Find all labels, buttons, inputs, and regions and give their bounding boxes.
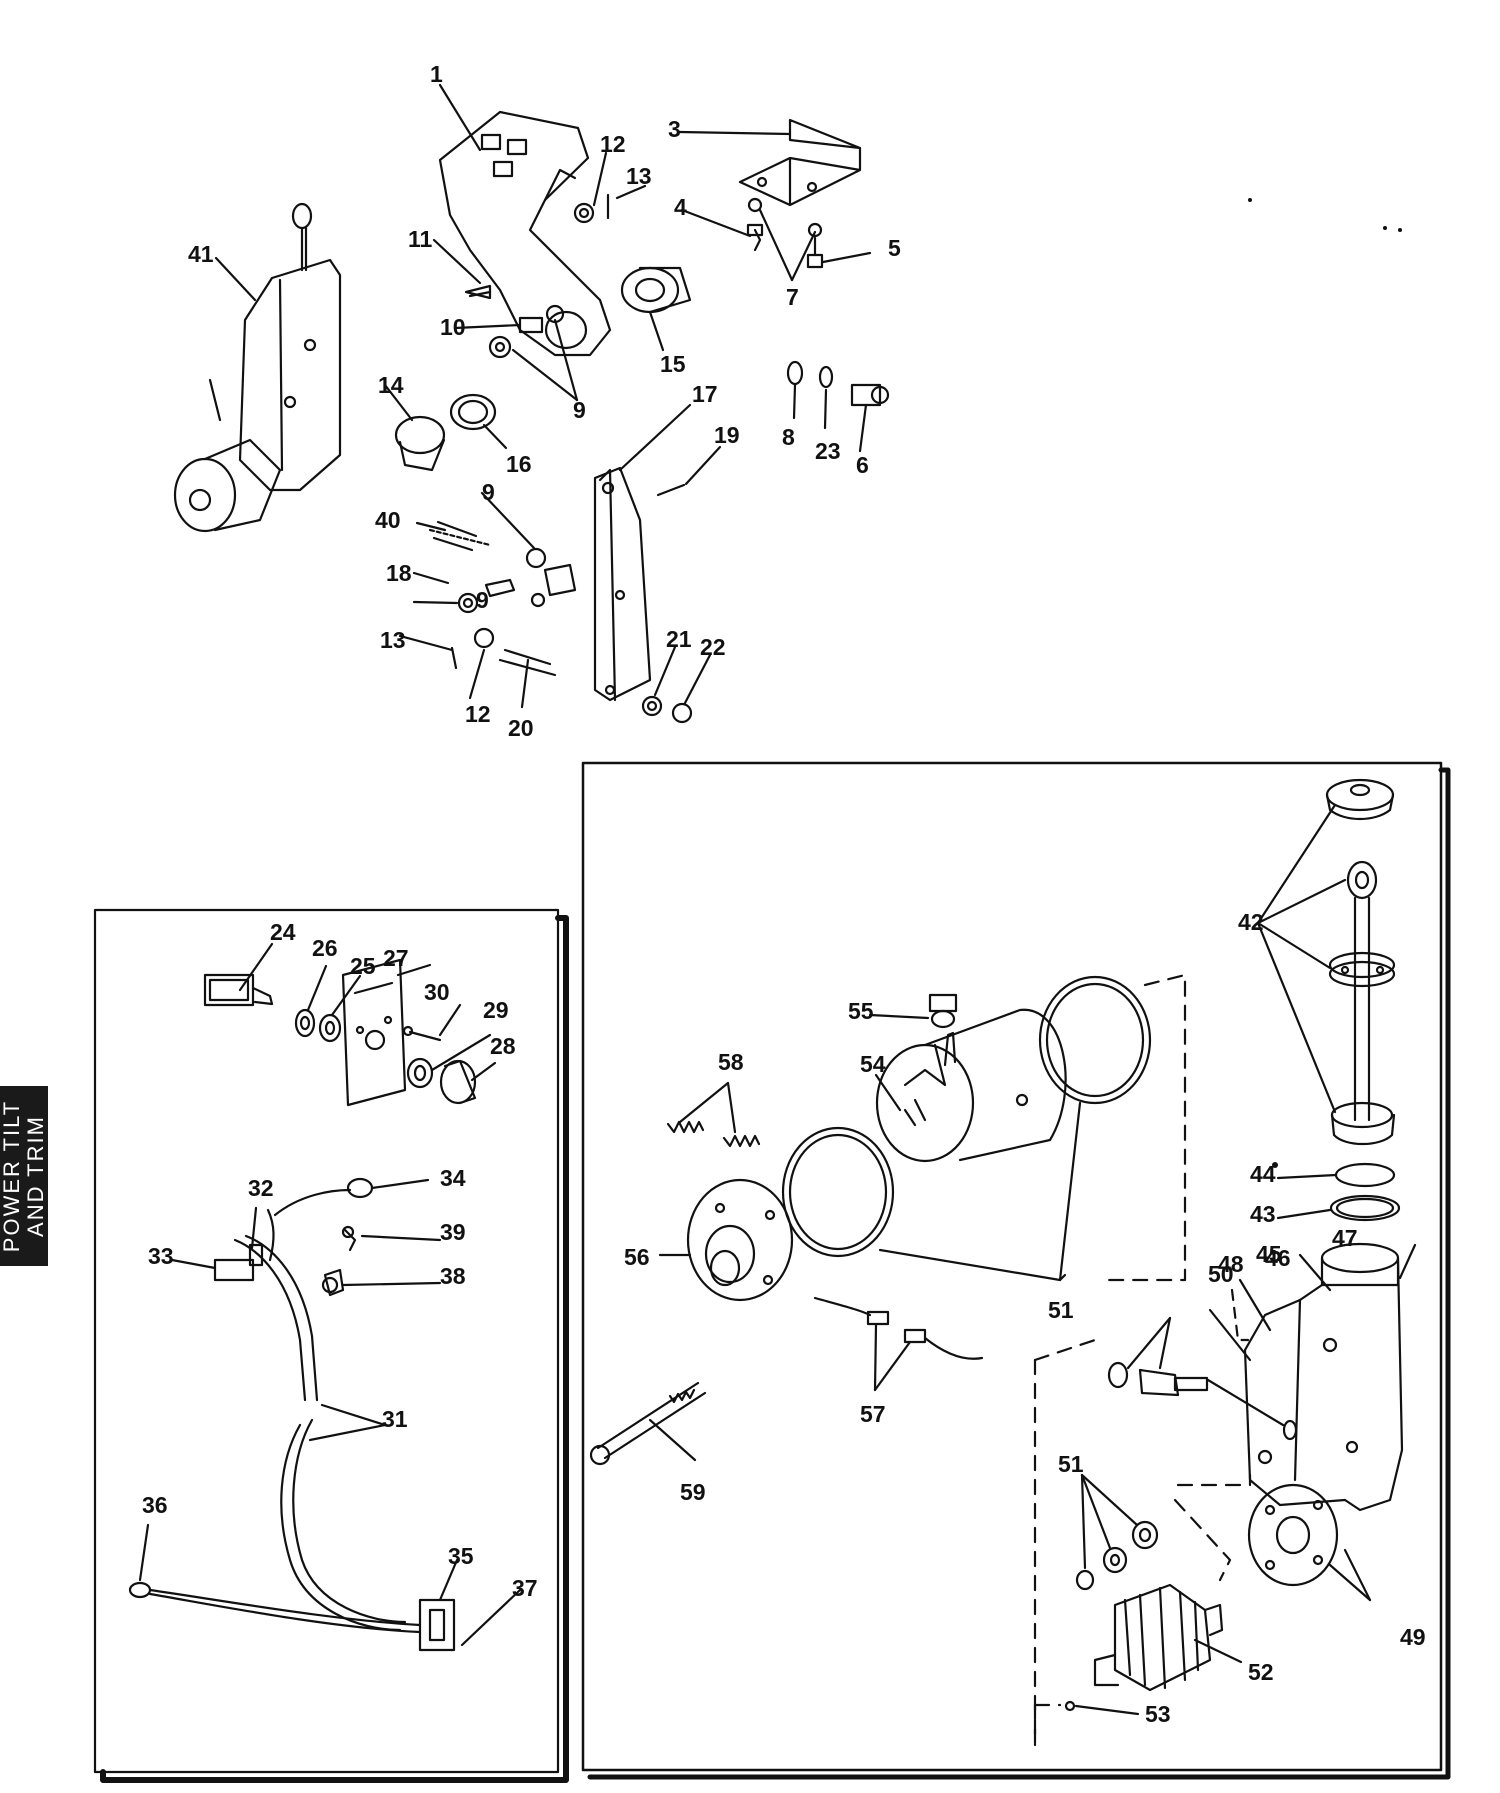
callout-17: 17: [692, 381, 718, 407]
callout-43: 43: [1250, 1201, 1276, 1227]
callout-35: 35: [448, 1543, 474, 1569]
speckle: [1248, 198, 1402, 1168]
callout-9: 9: [573, 397, 586, 423]
callout-50: 50: [1208, 1261, 1234, 1287]
callout-21: 21: [666, 626, 692, 652]
callout-55: 55: [848, 998, 874, 1024]
callout-42: 42: [1238, 909, 1264, 935]
callout-6: 6: [856, 452, 869, 478]
callout-33: 33: [148, 1243, 174, 1269]
callout-15: 15: [660, 351, 686, 377]
callout-20: 20: [508, 715, 534, 741]
callout-59: 59: [680, 1479, 706, 1505]
callout-28: 28: [490, 1033, 516, 1059]
callout-26: 26: [312, 935, 338, 961]
callout-32: 32: [248, 1175, 274, 1201]
callout-37: 37: [512, 1575, 538, 1601]
callout-7: 7: [786, 284, 799, 310]
callout-5: 5: [888, 235, 901, 261]
leader-lines-panel-left: [138, 942, 522, 1647]
fasteners-upper: [464, 193, 890, 407]
callout-18: 18: [386, 560, 412, 586]
callout-16: 16: [506, 451, 532, 477]
callout-44: 44: [1250, 1161, 1276, 1187]
callout-47: 47: [1332, 1225, 1358, 1251]
callout-34: 34: [440, 1165, 466, 1191]
callout-23: 23: [815, 438, 841, 464]
callout-1: 1: [430, 61, 443, 87]
bracket-part-1: [438, 110, 612, 357]
bushing-14-and-ring-16: [394, 393, 497, 472]
callout-13: 13: [380, 627, 406, 653]
plate-part-17: [530, 466, 652, 702]
callout-48: 48: [1218, 1251, 1244, 1277]
callout-45: 45: [1256, 1241, 1282, 1267]
callout-53: 53: [1145, 1701, 1171, 1727]
callout-9: 9: [482, 479, 495, 505]
side-tab-line2: AND TRIM: [23, 1115, 48, 1237]
callout-56: 56: [624, 1244, 650, 1270]
callout-24: 24: [270, 919, 296, 945]
callout-11: 11: [408, 226, 433, 252]
motor-assembly-41: [173, 202, 342, 533]
callout-3: 3: [668, 116, 681, 142]
callout-41: 41: [188, 241, 214, 267]
callout-29: 29: [483, 997, 509, 1023]
leader-lines-upper: [214, 83, 872, 709]
callout-27: 27: [383, 945, 409, 971]
callout-39: 39: [440, 1219, 466, 1245]
callout-10: 10: [440, 314, 466, 340]
callout-12: 12: [600, 131, 626, 157]
callout-19: 19: [714, 422, 740, 448]
callout-52: 52: [1248, 1659, 1274, 1685]
callout-9: 9: [476, 587, 489, 613]
callout-57: 57: [860, 1401, 886, 1427]
callout-4: 4: [674, 194, 687, 220]
callout-31: 31: [382, 1406, 408, 1432]
callout-58: 58: [718, 1049, 744, 1075]
callout-14: 14: [378, 372, 404, 398]
callout-51: 51: [1058, 1451, 1084, 1477]
callout-30: 30: [424, 979, 450, 1005]
motor-exploded-panel: [581, 761, 1451, 1780]
callout-25: 25: [350, 953, 376, 979]
callout-51: 51: [1048, 1297, 1074, 1323]
side-tab-line1: POWER TILT: [0, 1099, 24, 1253]
fasteners-lower: [428, 483, 693, 724]
callout-40: 40: [375, 507, 401, 533]
callout-12: 12: [465, 701, 491, 727]
section-side-tab: POWER TILT AND TRIM: [0, 1086, 48, 1266]
callout-22: 22: [700, 634, 726, 660]
callout-36: 36: [142, 1492, 168, 1518]
bracket-part-3: [738, 118, 862, 207]
callout-8: 8: [782, 424, 795, 450]
callout-49: 49: [1400, 1624, 1426, 1650]
switch-harness-panel: [93, 908, 569, 1783]
callout-46: 46: [1265, 1245, 1291, 1271]
callout-54: 54: [860, 1051, 886, 1077]
leader-lines-panel-right: [648, 803, 1417, 1716]
callout-38: 38: [440, 1263, 466, 1289]
callout-13: 13: [626, 163, 652, 189]
